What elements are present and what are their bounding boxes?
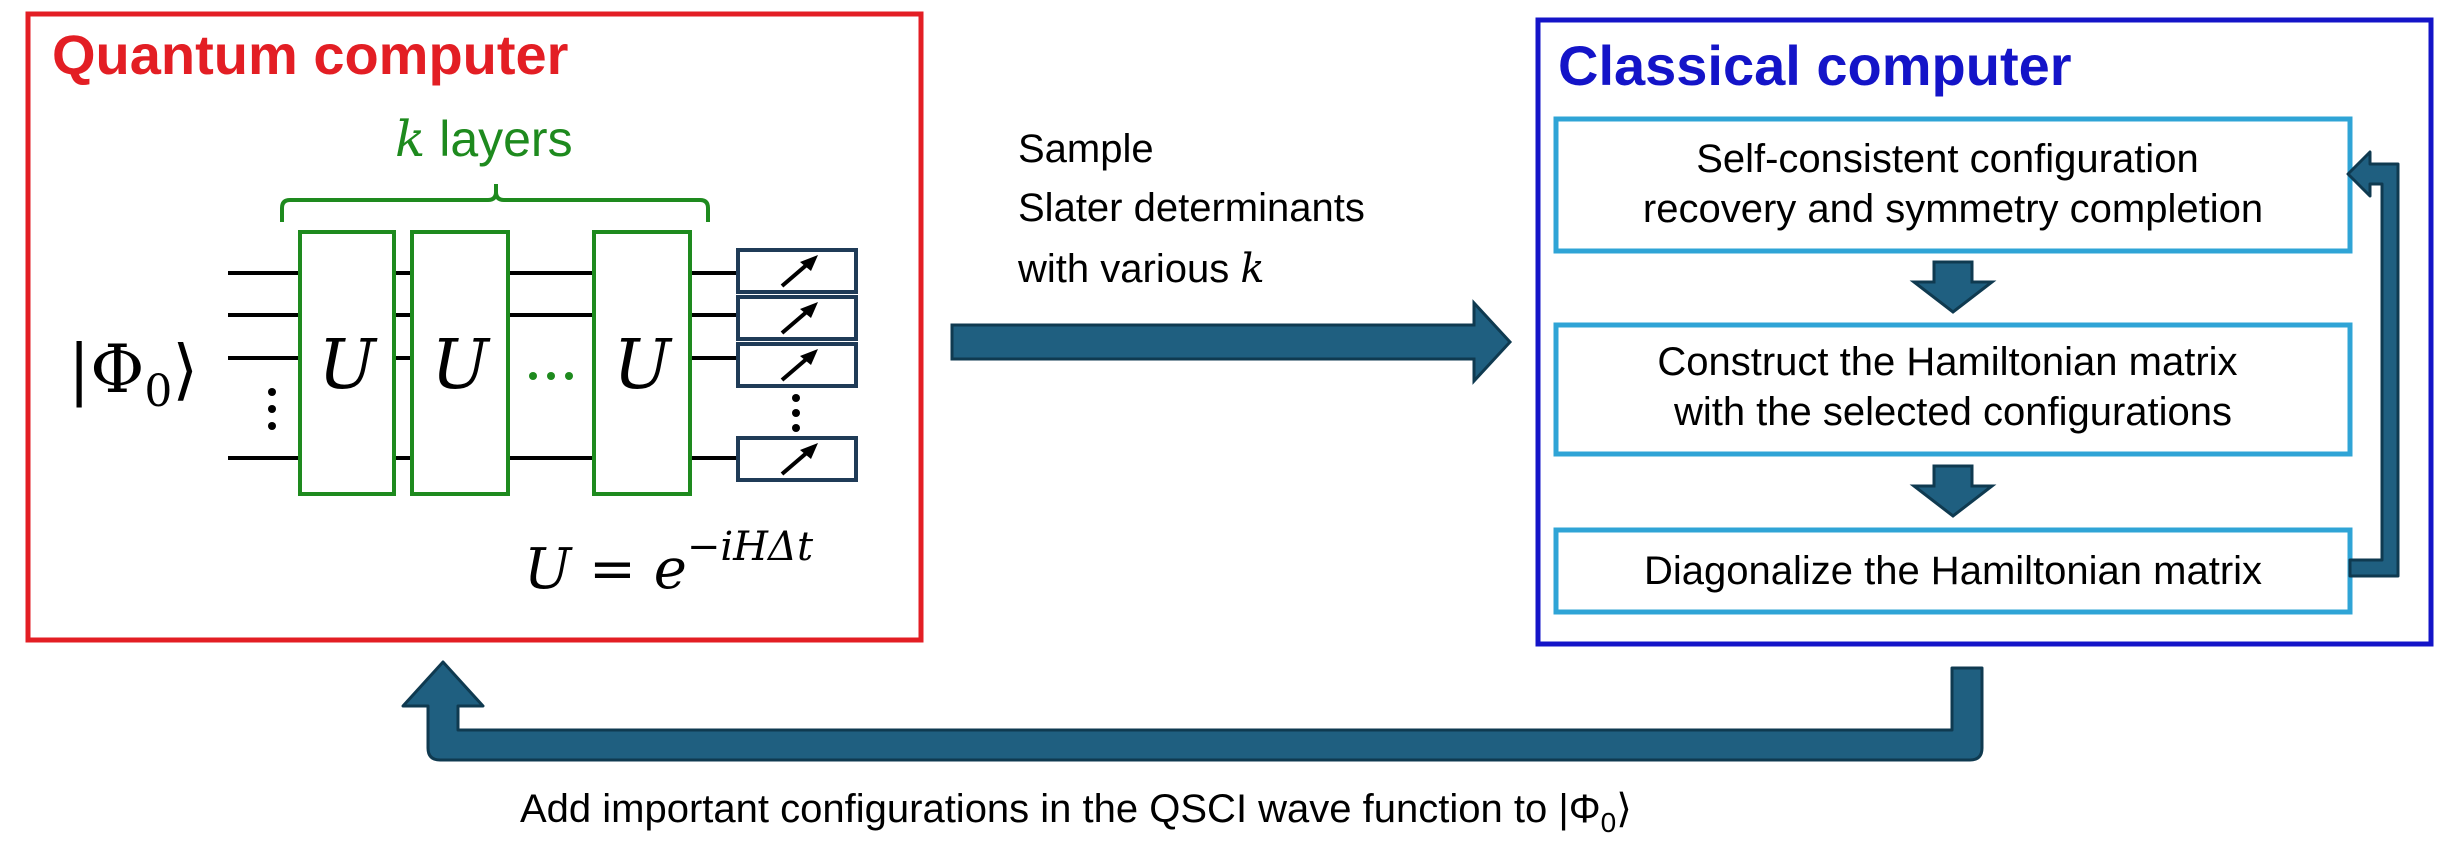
step-box-1 xyxy=(1553,116,2353,254)
initial-state: |Φ0⟩ xyxy=(68,331,198,417)
sample-line-3: with various k xyxy=(1017,246,1265,292)
step-3-text: Diagonalize the Hamiltonian matrix xyxy=(1644,549,2262,593)
quantum-title: Quantum computer xyxy=(52,23,568,86)
gate-horizontal-dots xyxy=(529,372,573,380)
wire-vertical-dots xyxy=(268,388,276,430)
layers-brace xyxy=(280,184,710,222)
loop-arrow xyxy=(2346,150,2400,578)
feedback-arrow xyxy=(401,660,1984,762)
u-gate-1 xyxy=(298,230,396,496)
step-arrow-down-2 xyxy=(1909,464,1997,518)
step-2-text: Construct the Hamiltonian matrix with th… xyxy=(1657,340,2248,434)
u-gate-1-label: U xyxy=(318,326,378,405)
layers-word: layers xyxy=(425,111,572,167)
layers-label: k layers xyxy=(395,110,573,168)
u-gate-3-label: U xyxy=(613,326,673,405)
measurement-vertical-dots xyxy=(792,394,800,432)
step-box-2 xyxy=(1553,322,2353,457)
sample-text: Sample Slater determinants with various … xyxy=(1017,127,1376,292)
sample-line-2: Slater determinants xyxy=(1018,186,1365,230)
qubit-wires xyxy=(228,271,738,460)
step-arrow-down-1 xyxy=(1909,260,1997,314)
feedback-text: Add important configurations in the QSCI… xyxy=(520,787,1632,838)
u-gate-2 xyxy=(410,230,510,496)
layers-k: k xyxy=(395,110,425,168)
u-gate-3 xyxy=(592,230,692,496)
sample-arrow xyxy=(950,299,1513,385)
step-box-3 xyxy=(1553,527,2353,615)
classical-title: Classical computer xyxy=(1558,34,2072,97)
sample-line-1: Sample xyxy=(1018,127,1154,171)
u-gate-2-label: U xyxy=(431,326,491,405)
measurement-arrow-icons xyxy=(780,255,818,476)
step-1-text: Self-consistent configuration recovery a… xyxy=(1643,137,2263,231)
evolution-equation: U = e−iHΔt xyxy=(524,524,814,602)
